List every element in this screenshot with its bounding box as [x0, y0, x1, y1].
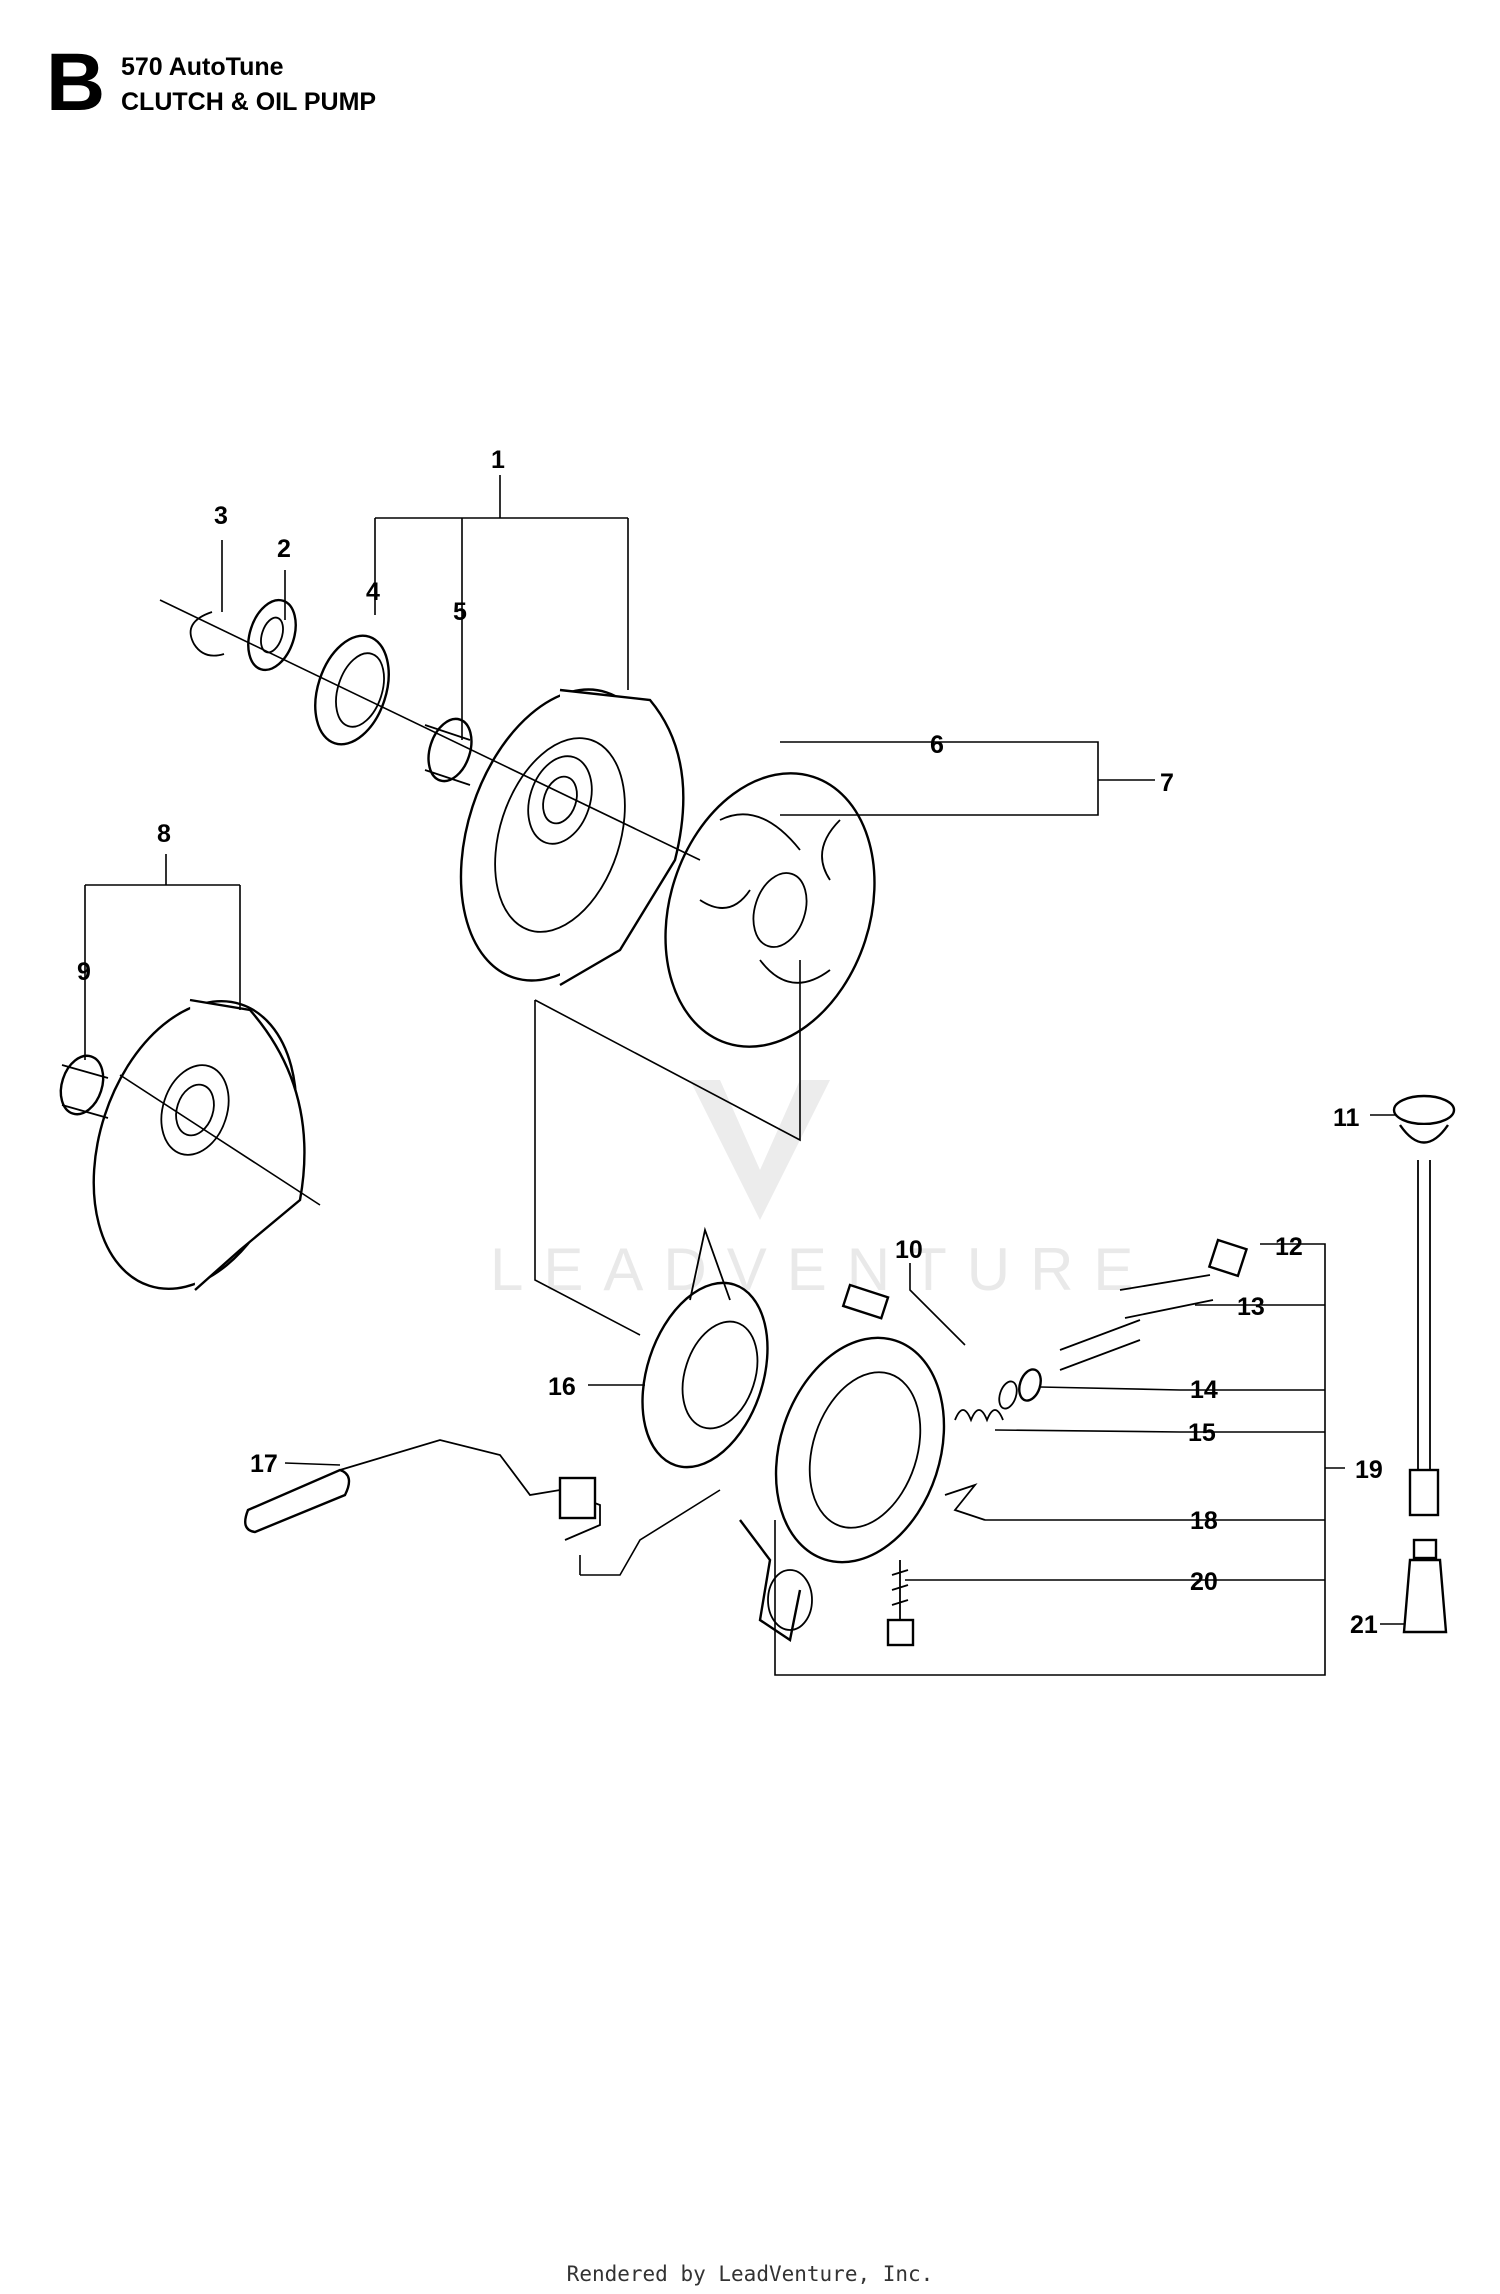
callout-labels: 1 2 3 4 5 6 7 8 9 10 11 12 13 14 15 16 1…	[77, 446, 1383, 1639]
footer-credit: Rendered by LeadVenture, Inc.	[566, 2262, 934, 2286]
callout-14: 14	[1190, 1376, 1218, 1404]
callout-13: 13	[1237, 1293, 1265, 1321]
callout-15: 15	[1188, 1419, 1216, 1447]
washer	[247, 598, 297, 672]
callout-5: 5	[453, 598, 467, 626]
screw	[841, 1283, 890, 1320]
callout-6: 6	[930, 731, 944, 759]
needle-bearing-alt	[59, 1054, 109, 1119]
clutch-drum	[459, 688, 685, 987]
callout-16: 16	[548, 1373, 576, 1401]
section-letter: B	[46, 37, 106, 128]
callout-10: 10	[895, 1236, 923, 1264]
rim-sprocket	[314, 634, 390, 746]
callout-18: 18	[1190, 1507, 1218, 1535]
callout-12: 12	[1275, 1233, 1303, 1261]
leader-lines	[84, 475, 1405, 1676]
callout-19: 19	[1355, 1456, 1383, 1484]
pump-plunger	[1059, 1238, 1249, 1371]
pump-spring	[954, 1409, 1004, 1423]
check-valve	[944, 1483, 986, 1521]
section-title: CLUTCH & OIL PUMP	[121, 88, 377, 116]
callout-3: 3	[214, 502, 228, 530]
worm-gear	[641, 1226, 769, 1469]
watermark-v-icon	[690, 1080, 830, 1220]
oil-pipe	[1392, 1094, 1456, 1517]
model-name: 570 AutoTune	[121, 53, 284, 81]
callout-9: 9	[77, 958, 91, 986]
callout-17: 17	[250, 1450, 278, 1478]
callout-8: 8	[157, 820, 171, 848]
callout-11: 11	[1333, 1104, 1360, 1132]
callout-4: 4	[366, 578, 380, 606]
pump-washer	[998, 1368, 1042, 1410]
adjust-screw	[886, 1560, 915, 1647]
clutch-assembly	[664, 772, 876, 1048]
oil-pump-body	[739, 1336, 946, 1642]
watermark-text: LEADVENTURE	[490, 1236, 1153, 1303]
callout-7: 7	[1160, 769, 1174, 797]
adjust-lever	[244, 1439, 601, 1541]
circlip	[189, 611, 225, 657]
clutch-drum-alt	[92, 998, 306, 1291]
oil-filter	[1402, 1538, 1448, 1634]
callout-20: 20	[1190, 1568, 1218, 1596]
callout-2: 2	[277, 535, 291, 563]
callout-1: 1	[491, 446, 505, 474]
callout-21: 21	[1350, 1611, 1378, 1639]
